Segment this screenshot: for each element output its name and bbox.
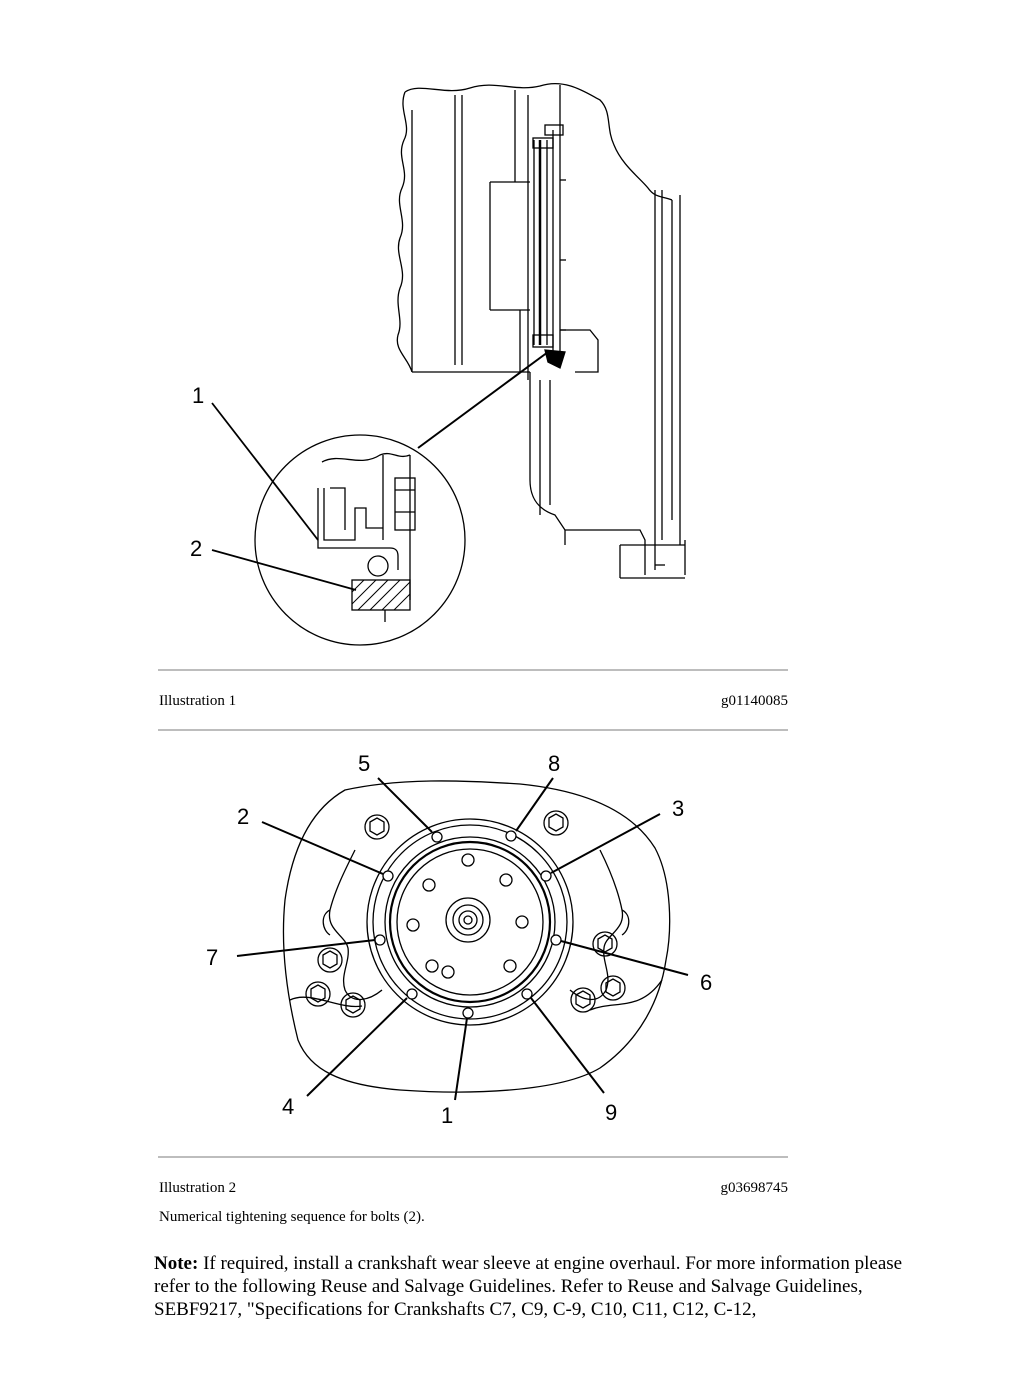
illustration-2-callout-8: 8: [548, 751, 560, 776]
illustration-1-top-rule: [158, 669, 788, 671]
illustration-2-callout-2: 2: [237, 804, 249, 829]
illustration-1-caption: Illustration 1: [159, 693, 237, 709]
illustration-2-description: Numerical tightening sequence for bolts …: [159, 1209, 425, 1225]
illustration-2-callout-9: 9: [605, 1100, 617, 1125]
illustration-2-top-rule: [158, 1156, 788, 1158]
illustration-1-callout-2: 2: [190, 536, 202, 561]
illustration-1-callout-1: 1: [192, 383, 204, 408]
illustration-2-caption: Illustration 2: [159, 1180, 237, 1196]
illustration-2-callout-3: 3: [672, 796, 684, 821]
illustration-2-code: g03698745: [720, 1180, 789, 1196]
illustration-2-drawing: 1 2 3 4 5 6 7 8 9: [206, 751, 712, 1128]
illustration-2-callout-6: 6: [700, 970, 712, 995]
note-text: If required, install a crankshaft wear s…: [154, 1253, 903, 1320]
illustration-2-callout-4: 4: [282, 1094, 294, 1119]
illustration-1-bottom-rule: [158, 729, 788, 731]
illustration-2-callout-7: 7: [206, 945, 218, 970]
illustration-2-callout-1: 1: [441, 1103, 453, 1128]
illustration-1-drawing: 1 2: [190, 82, 686, 646]
illustration-1-code: g01140085: [721, 693, 788, 709]
note-paragraph: Note: If required, install a crankshaft …: [154, 1252, 934, 1321]
note-label: Note:: [154, 1253, 199, 1274]
illustration-2-callout-5: 5: [358, 751, 370, 776]
